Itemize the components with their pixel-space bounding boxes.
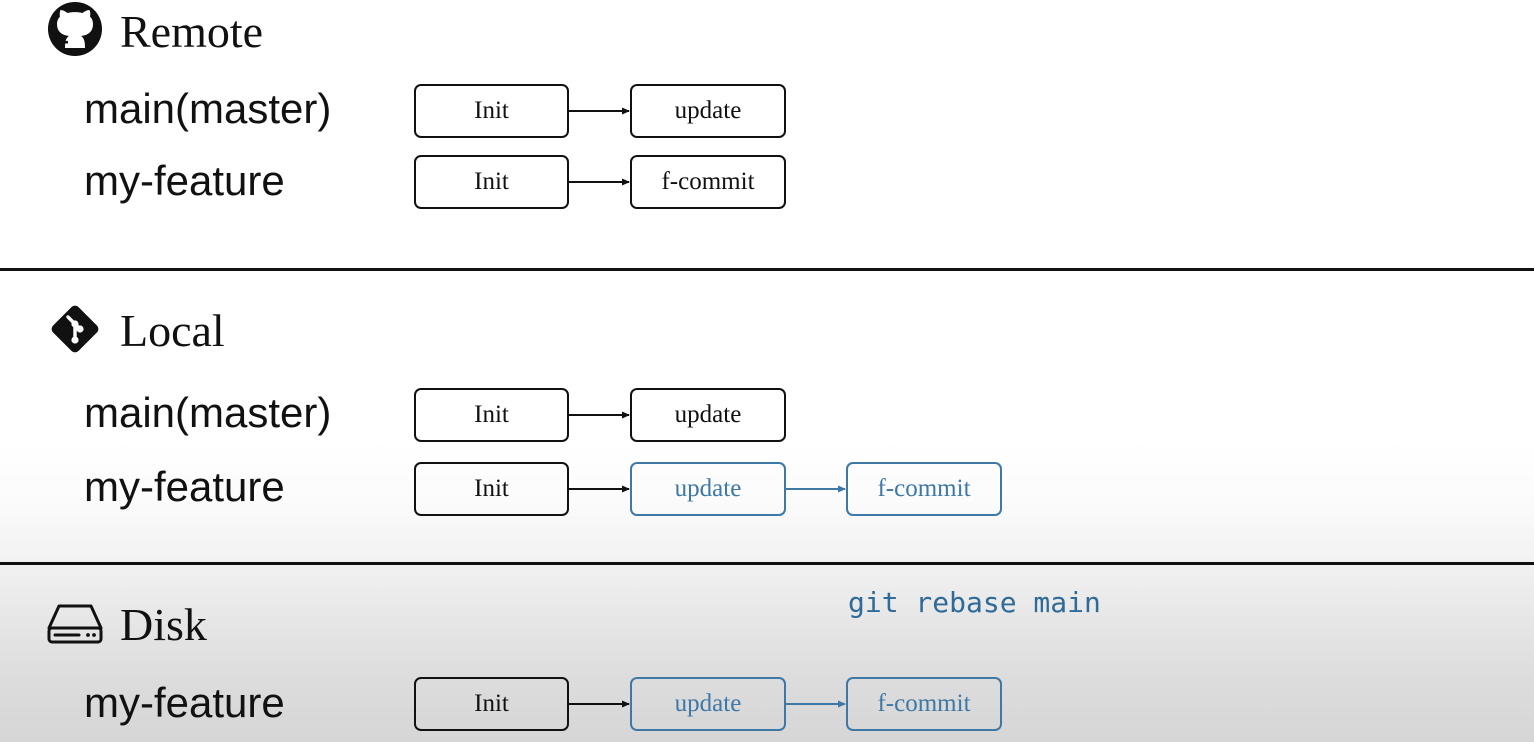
- section-title-remote: Remote: [120, 6, 264, 57]
- commit-node-rebased: f-commit: [846, 462, 1002, 516]
- commit-node: Init: [414, 388, 569, 442]
- commit-node: Init: [414, 84, 569, 138]
- remote-branch-feature-label: my-feature: [84, 157, 285, 204]
- local-branch-feature-label: my-feature: [84, 463, 285, 510]
- section-divider: [0, 268, 1534, 271]
- disk-section-background: [0, 440, 1534, 742]
- commit-node: update: [630, 388, 786, 442]
- commit-node-rebased: update: [630, 462, 786, 516]
- git-icon: [51, 305, 99, 353]
- git-command: git rebase main: [848, 586, 1101, 619]
- commit-node: Init: [414, 677, 569, 731]
- remote-branch-main-label: main(master): [84, 85, 332, 132]
- section-divider: [0, 562, 1534, 565]
- commit-node-rebased: f-commit: [846, 677, 1002, 731]
- section-title-disk: Disk: [120, 599, 207, 650]
- commit-node: Init: [414, 462, 569, 516]
- section-title-local: Local: [120, 305, 225, 356]
- commit-node: update: [630, 84, 786, 138]
- disk-branch-feature-label: my-feature: [84, 679, 285, 726]
- hard-drive-icon: [47, 604, 103, 644]
- local-branch-main-label: main(master): [84, 389, 332, 436]
- commit-node-rebased: update: [630, 677, 786, 731]
- github-icon: [48, 2, 102, 56]
- commit-node: f-commit: [630, 155, 786, 209]
- commit-node: Init: [414, 155, 569, 209]
